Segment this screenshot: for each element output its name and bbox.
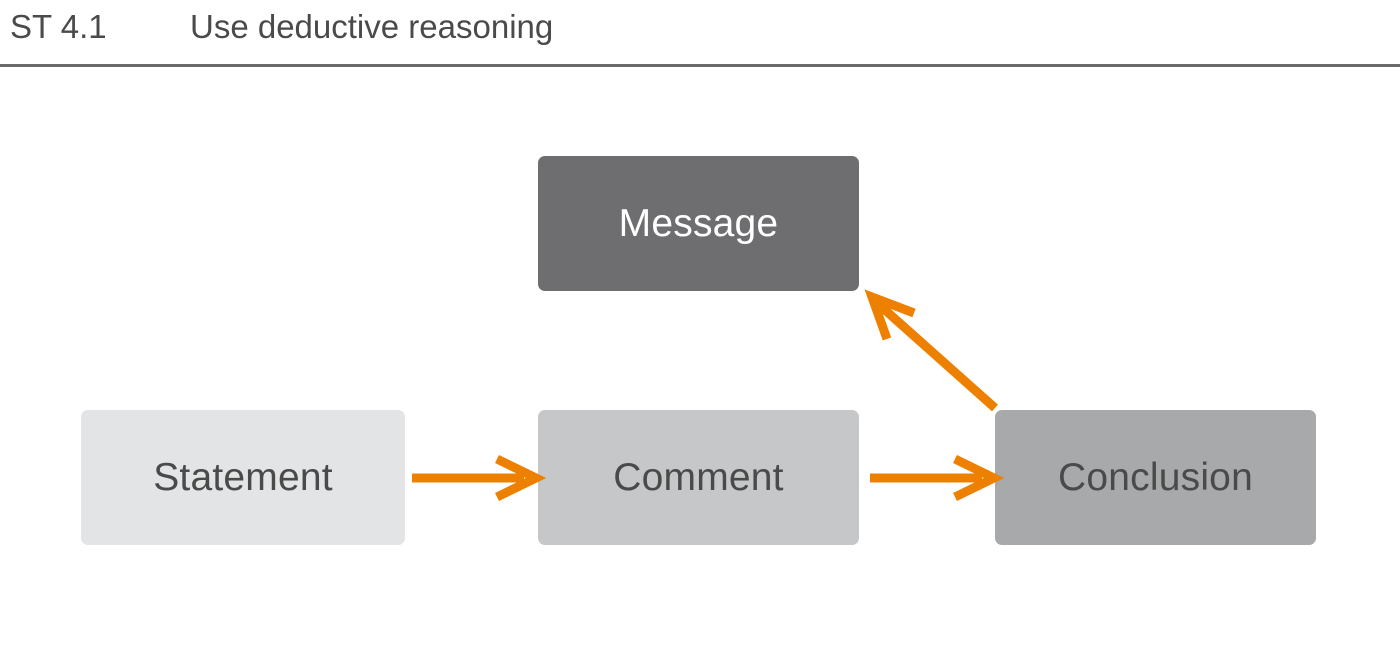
arrow-head-icon xyxy=(495,454,547,502)
arrow-head-icon xyxy=(953,454,1005,502)
diagram-node-statement-label: Statement xyxy=(153,455,333,499)
diagram-node-message[interactable]: Message xyxy=(538,156,859,291)
diagram-node-conclusion-label: Conclusion xyxy=(1058,455,1253,499)
arrow-shaft xyxy=(873,298,998,412)
diagram-node-conclusion[interactable]: Conclusion xyxy=(995,410,1316,545)
diagram-node-comment-label: Comment xyxy=(613,455,784,499)
arrow-head-icon xyxy=(864,289,916,341)
header-code: ST 4.1 xyxy=(10,8,107,45)
page-header: ST 4.1 Use deductive reasoning xyxy=(0,0,1400,67)
page-title: Use deductive reasoning xyxy=(190,8,554,45)
flow-diagram: Message Statement Comment Conclusion xyxy=(0,67,1400,669)
arrow-statement-to-comment xyxy=(412,454,547,502)
diagram-node-statement[interactable]: Statement xyxy=(81,410,405,545)
arrow-conclusion-to-message xyxy=(864,289,998,412)
diagram-node-comment[interactable]: Comment xyxy=(538,410,859,545)
diagram-node-message-label: Message xyxy=(618,201,779,245)
arrow-comment-to-conclusion xyxy=(870,454,1005,502)
header-divider xyxy=(0,64,1400,67)
